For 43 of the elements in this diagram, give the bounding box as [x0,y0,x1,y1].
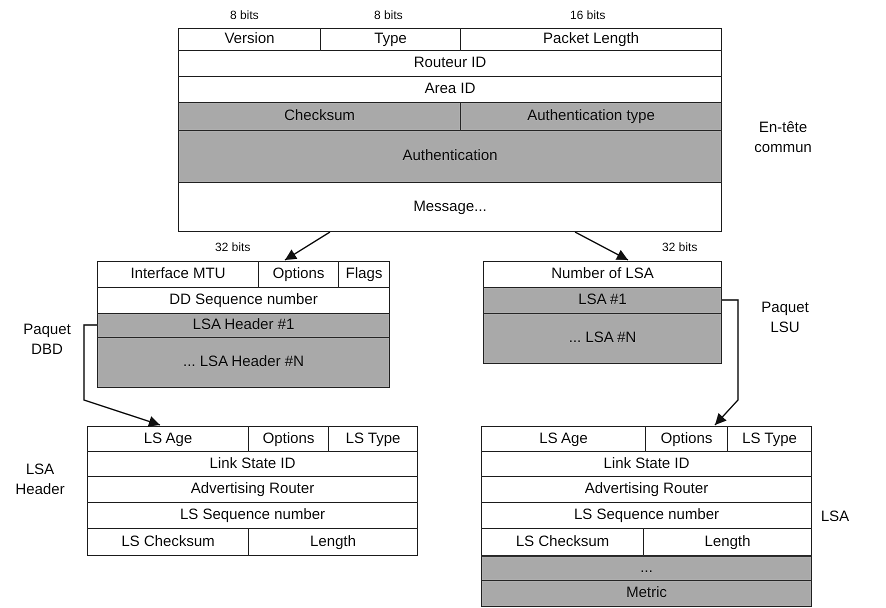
arrow [83,324,160,427]
header-field: Advertising Router [87,476,418,503]
header-field: Link State ID [481,451,812,477]
bit-width-label: 8 bits [374,8,403,22]
table-caption: Paquet LSU [760,298,810,337]
arrow [714,299,739,426]
header-field: LS Sequence number [87,502,418,529]
header-field: ... LSA Header #N [97,337,390,388]
header-field: LS Type [727,426,812,452]
header-field: LS Type [328,426,418,452]
table-caption: LSA [820,507,850,526]
header-field: Length [643,528,812,556]
header-field: LS Checksum [481,528,644,556]
header-field: Checksum [178,102,461,131]
header-field: ... [481,556,812,581]
table-caption: En-tête commun [753,118,813,157]
header-field: Authentication [178,130,722,183]
table-caption: Paquet DBD [22,320,72,359]
arrow [574,231,628,261]
arrow [284,231,330,261]
header-field: ... LSA #N [483,313,722,364]
header-field: Flags [338,261,390,288]
table-caption: LSA Header [14,460,66,499]
header-field: Metric [481,580,812,607]
header-field: LS Sequence number [481,502,812,529]
bit-width-label: 32 bits [215,240,250,254]
header-field: Link State ID [87,451,418,477]
header-field: LS Checksum [87,528,249,556]
bit-width-label: 8 bits [230,8,259,22]
header-field: LS Age [87,426,249,452]
header-field: Version [178,28,321,51]
header-field: Packet Length [460,28,722,51]
header-field: Advertising Router [481,476,812,503]
header-field: LSA #1 [483,287,722,314]
header-field: Length [248,528,418,556]
bit-width-label: 16 bits [570,8,606,22]
header-field: Message... [178,182,722,232]
header-field: Authentication type [460,102,722,131]
header-field: LSA Header #1 [97,313,390,338]
header-field: LS Age [481,426,646,452]
header-field: Interface MTU [97,261,259,288]
header-field: Routeur ID [178,50,722,77]
bit-width-label: 32 bits [662,240,698,254]
